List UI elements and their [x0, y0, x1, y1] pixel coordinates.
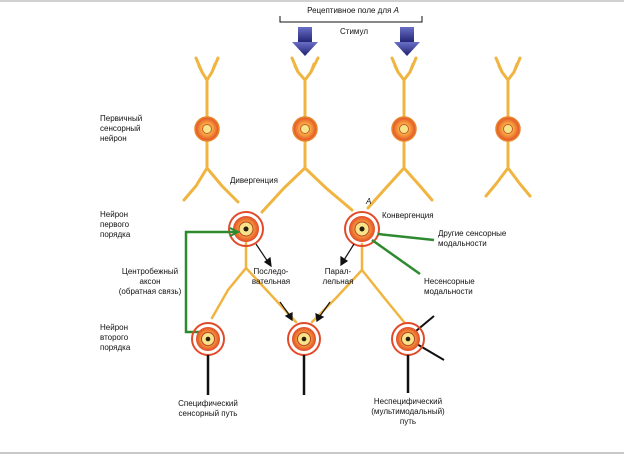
stimulus-arrow-left [292, 27, 318, 56]
svg-text:порядка: порядка [100, 230, 131, 239]
svg-text:Первичный: Первичный [100, 114, 142, 123]
second-order-label: Нейрон второго порядка [100, 323, 131, 352]
svg-text:Нейрон: Нейрон [100, 210, 128, 219]
top-border [0, 0, 624, 2]
bottom-border [0, 452, 624, 454]
svg-text:лельная: лельная [323, 277, 354, 286]
receptive-field-bracket [279, 16, 423, 23]
svg-text:(обратная связь): (обратная связь) [119, 287, 182, 296]
other-modalities-axons [371, 232, 435, 276]
convergence-label: Конвергенция [382, 211, 434, 220]
nonspecific-path-label: Неспецифический (мультимодальный) путь [371, 397, 445, 426]
svg-text:Парал-: Парал- [325, 267, 352, 276]
output-pathways [206, 355, 410, 395]
svg-text:Другие сенсорные: Другие сенсорные [438, 229, 507, 238]
nonsensory-label: Несенсорные модальности [424, 277, 475, 296]
svg-text:Центробежный: Центробежный [122, 267, 178, 276]
primary-soma-2 [292, 116, 318, 142]
second-order-neuron-middle [287, 322, 321, 356]
svg-text:вательная: вательная [252, 277, 290, 286]
svg-text:Специфический: Специфический [178, 399, 238, 408]
receptive-field-label: Рецептивное поле для A [307, 6, 399, 15]
svg-text:Нейрон: Нейрон [100, 323, 128, 332]
svg-text:(мультимодальный): (мультимодальный) [371, 407, 445, 416]
first-order-neuron-left [228, 211, 264, 247]
primary-soma-4 [495, 116, 521, 142]
svg-text:второго: второго [100, 333, 129, 342]
primary-neuron-4 [484, 56, 532, 198]
first-order-label: Нейрон первого порядка [100, 210, 131, 239]
primary-soma-3 [391, 116, 417, 142]
svg-text:сенсорный путь: сенсорный путь [179, 409, 238, 418]
primary-neuron-1 [182, 56, 240, 204]
svg-text:Последо-: Последо- [254, 267, 289, 276]
primary-soma-1 [194, 116, 220, 142]
other-modalities-label: Другие сенсорные модальности [438, 229, 507, 248]
first-order-axons [210, 240, 406, 324]
svg-text:Несенсорные: Несенсорные [424, 277, 475, 286]
svg-text:модальности: модальности [424, 287, 473, 296]
first-order-neuron-right [344, 211, 380, 247]
svg-text:нейрон: нейрон [100, 134, 127, 143]
stimulus-label: Стимул [340, 27, 368, 36]
second-order-neuron-left [191, 322, 225, 356]
second-order-neuron-right [391, 322, 425, 356]
svg-text:сенсорный: сенсорный [100, 124, 141, 133]
divergence-label: Дивергенция [230, 176, 278, 185]
parallel-label: Парал- лельная [323, 267, 354, 286]
primary-neuron-2 [260, 56, 354, 214]
centrifugal-label: Центробежный аксон (обратная связь) [119, 267, 182, 296]
sequential-label: Последо- вательная [252, 267, 290, 286]
direction-arrows [255, 243, 355, 323]
svg-text:путь: путь [400, 417, 416, 426]
convergence-var: A [365, 197, 371, 206]
primary-neuron-3 [366, 56, 434, 210]
svg-text:Неспецифический: Неспецифический [374, 397, 442, 406]
svg-text:модальности: модальности [438, 239, 487, 248]
specific-path-label: Специфический сенсорный путь [178, 399, 238, 418]
stimulus-arrow-right [394, 27, 420, 56]
svg-text:порядка: порядка [100, 343, 131, 352]
svg-text:первого: первого [100, 220, 130, 229]
svg-text:аксон: аксон [140, 277, 161, 286]
primary-neuron-label: Первичный сенсорный нейрон [100, 114, 142, 143]
